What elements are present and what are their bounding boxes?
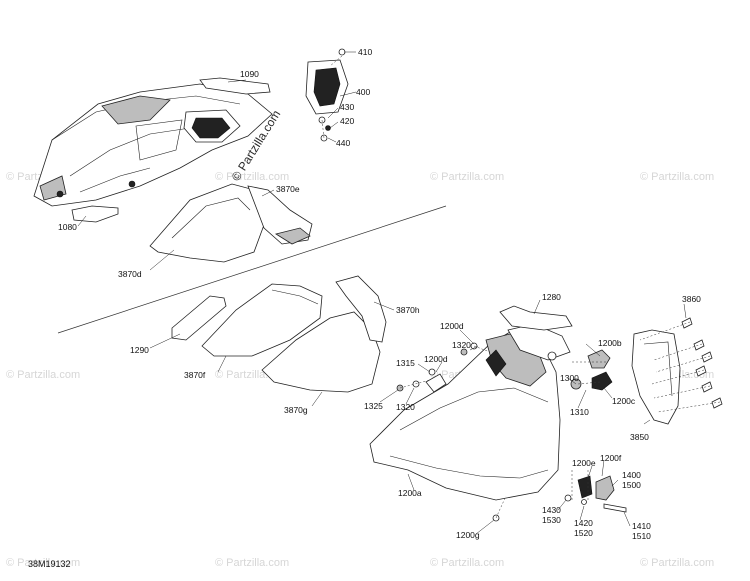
label-1315: 1315 — [396, 358, 415, 368]
hood-assembly — [33, 83, 273, 207]
label-1280: 1280 — [542, 292, 561, 302]
bolt-440-icon — [320, 134, 328, 142]
label-3860: 3860 — [682, 294, 701, 304]
label-1430: 1430 — [542, 505, 561, 515]
label-3870h: 3870h — [396, 305, 420, 315]
part-3870d-3870e-panel — [149, 183, 313, 263]
label-1320: 1320 — [396, 402, 415, 412]
watermark: © Partzilla.com — [430, 557, 504, 569]
washer-420-icon — [325, 125, 331, 131]
part-1280-trim-strip — [499, 305, 573, 331]
label-1200g: 1200g — [456, 530, 480, 540]
label-1290: 1290 — [130, 345, 149, 355]
label-3870g: 3870g — [284, 405, 308, 415]
label-1200d: 1200d — [424, 354, 448, 364]
label-1310: 1310 — [570, 407, 589, 417]
assembly-dashes — [321, 55, 721, 519]
label-3870d: 3870d — [118, 269, 142, 279]
watermark: © Partzilla.com — [640, 171, 714, 183]
label-1300: 1300 — [560, 373, 579, 383]
part-3850-cover-panel — [631, 329, 681, 425]
label-1325: 1325 — [364, 401, 383, 411]
bracket-hardware-1400 — [492, 475, 627, 522]
part-1200a-side-panel — [369, 323, 571, 501]
label-1410: 1410 — [632, 521, 651, 531]
label-1510: 1510 — [632, 531, 651, 541]
label-3870f: 3870f — [184, 370, 206, 380]
watermark: © Partzilla.com — [215, 557, 289, 569]
label-1200a: 1200a — [398, 488, 422, 498]
watermark: © Partzilla.com — [430, 171, 504, 183]
part-1090-trim-strip — [199, 77, 271, 95]
label-1080: 1080 — [58, 222, 77, 232]
label-1090: 1090 — [240, 69, 259, 79]
label-400: 400 — [356, 87, 370, 97]
section-divider — [57, 205, 447, 334]
diagram-code: 38M19132 — [28, 559, 71, 569]
label-1200b: 1200b — [598, 338, 622, 348]
label-1200f: 1200f — [600, 453, 622, 463]
watermark: © Partzilla.com — [215, 171, 289, 183]
part-3870f-side-panel — [201, 283, 323, 357]
part-1080-trim-strip — [71, 205, 119, 223]
label-3870e: 3870e — [276, 184, 300, 194]
label-420: 420 — [340, 116, 354, 126]
label-410: 410 — [358, 47, 372, 57]
label-3850: 3850 — [630, 432, 649, 442]
label-1200c: 1200c — [612, 396, 636, 406]
label-1420: 1420 — [574, 518, 593, 528]
label-1200d: 1200d — [440, 321, 464, 331]
label-1320: 1320 — [452, 340, 471, 350]
part-labels: 410 400 430 420 440 1090 1080 3870e 3870… — [58, 47, 701, 541]
label-1530: 1530 — [542, 515, 561, 525]
part-3870h-trim — [335, 275, 387, 343]
screw-group-3860 — [681, 317, 723, 409]
label-1520: 1520 — [574, 528, 593, 538]
label-1200e: 1200e — [572, 458, 596, 468]
label-1500: 1500 — [622, 480, 641, 490]
watermark: © Partzilla.com — [6, 369, 80, 381]
label-430: 430 — [340, 102, 354, 112]
watermark: © Partzilla.com — [6, 557, 80, 569]
fastener-group-1320 — [396, 342, 478, 393]
leader-lines — [77, 51, 687, 535]
watermark: © Partzilla.com — [640, 557, 714, 569]
label-1400: 1400 — [622, 470, 641, 480]
part-400-mirror-bracket — [305, 48, 349, 142]
label-440: 440 — [336, 138, 350, 148]
part-3870g-side-panel — [261, 311, 381, 393]
